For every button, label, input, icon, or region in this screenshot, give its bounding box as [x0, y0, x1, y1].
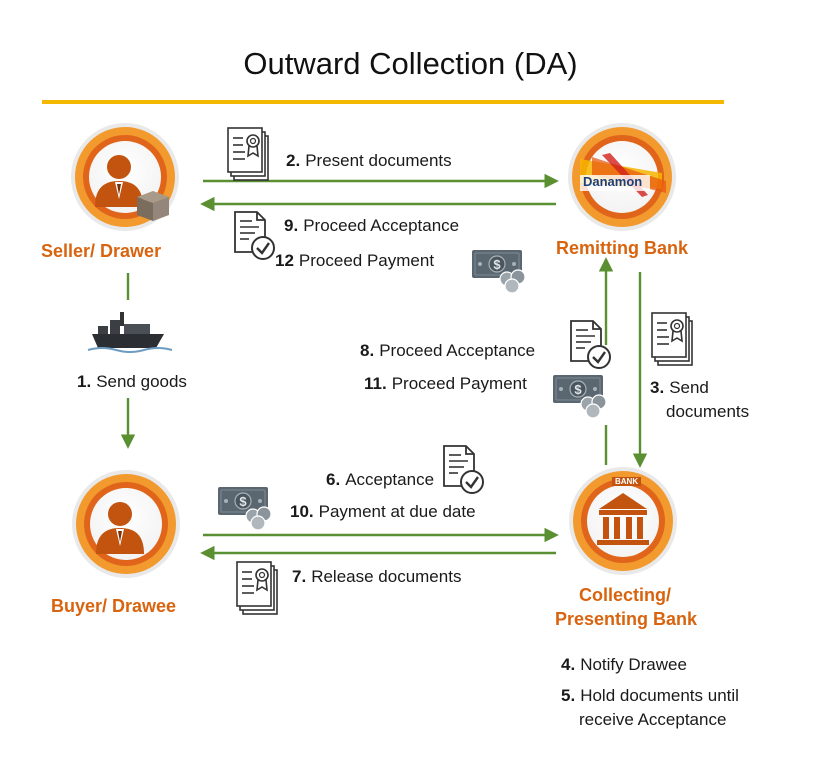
- document-certificate-icon: [236, 561, 278, 615]
- step-text: Acceptance: [345, 470, 435, 489]
- step-9-label: 9.Proceed Acceptance: [284, 216, 459, 236]
- step-number: 12: [275, 251, 294, 270]
- step-number: 5.: [561, 686, 576, 705]
- step-text: Proceed Acceptance: [379, 341, 536, 360]
- entity-buyer: Buyer/ Drawee: [51, 596, 177, 616]
- entity-seller: Seller/ Drawer: [41, 241, 162, 261]
- step-text: Proceed Payment: [298, 251, 435, 270]
- step-text: Release documents: [311, 567, 462, 586]
- collecting-badge: [569, 467, 677, 575]
- step-2-label: 2.Present documents: [286, 151, 452, 171]
- bank-sign: BANK: [612, 477, 642, 486]
- step-text: Hold documents until: [580, 686, 739, 705]
- step-number: 4.: [561, 655, 576, 674]
- step-number: 8.: [360, 341, 375, 360]
- step-text: documents: [666, 402, 750, 421]
- step-text: Proceed Acceptance: [303, 216, 460, 235]
- step-1-label: 1.Send goods: [77, 372, 187, 392]
- step-number: 6.: [326, 470, 341, 489]
- step-6-label: 6.Acceptance: [326, 470, 434, 490]
- step-text: Payment at due date: [318, 502, 476, 521]
- step-8-label: 8.Proceed Acceptance: [360, 341, 535, 361]
- entity-remitting-bank: Remitting Bank: [556, 238, 689, 258]
- entity-collecting-line1: Collecting/: [578, 585, 671, 605]
- document-check-icon: [233, 210, 276, 261]
- buyer-badge: [72, 470, 180, 578]
- step-number: 2.: [286, 151, 301, 170]
- document-check-icon: [569, 319, 612, 370]
- step-text: Present documents: [305, 151, 452, 170]
- step-7-label: 7.Release documents: [292, 567, 461, 587]
- step-text: receive Acceptance: [579, 710, 727, 729]
- remitting-badge: [568, 123, 676, 231]
- step-11-label: 11.Proceed Payment: [364, 374, 527, 394]
- step-3-label: 3.Send documents: [650, 376, 749, 424]
- step-number: 3.: [650, 378, 665, 397]
- step-number: 11.: [364, 374, 387, 393]
- document-check-icon: [442, 444, 485, 495]
- bank-logo-text: Danamon: [583, 174, 643, 189]
- money-icon: [471, 249, 526, 294]
- step-text: Notify Drawee: [580, 655, 687, 674]
- document-certificate-icon: [651, 312, 693, 366]
- step-4-label: 4.Notify Drawee: [561, 655, 687, 675]
- title-underline: [42, 100, 724, 104]
- step-text: Send goods: [96, 372, 187, 391]
- step-number: 9.: [284, 216, 299, 235]
- step-text: Send: [669, 378, 709, 397]
- money-icon: [552, 374, 607, 419]
- money-icon: [217, 486, 272, 531]
- box-icon: [137, 191, 169, 221]
- step-number: 1.: [77, 372, 92, 391]
- step-number: 10.: [290, 502, 314, 521]
- danamon-logo: [580, 153, 666, 197]
- step-text: Proceed Payment: [391, 374, 527, 393]
- entity-collecting-line2: Presenting Bank: [555, 609, 698, 629]
- step-5-label: 5.Hold documents until receive Acceptanc…: [561, 684, 739, 732]
- page-title: Outward Collection (DA): [243, 46, 578, 81]
- seller-badge: [71, 123, 179, 231]
- document-certificate-icon: [227, 127, 269, 181]
- ship-icon: [87, 312, 173, 353]
- step-10-label: 10.Payment at due date: [290, 502, 476, 522]
- bank-building-icon: [597, 493, 649, 545]
- entity-collecting-bank: Collecting/ Presenting Bank: [555, 583, 698, 631]
- step-number: 7.: [292, 567, 307, 586]
